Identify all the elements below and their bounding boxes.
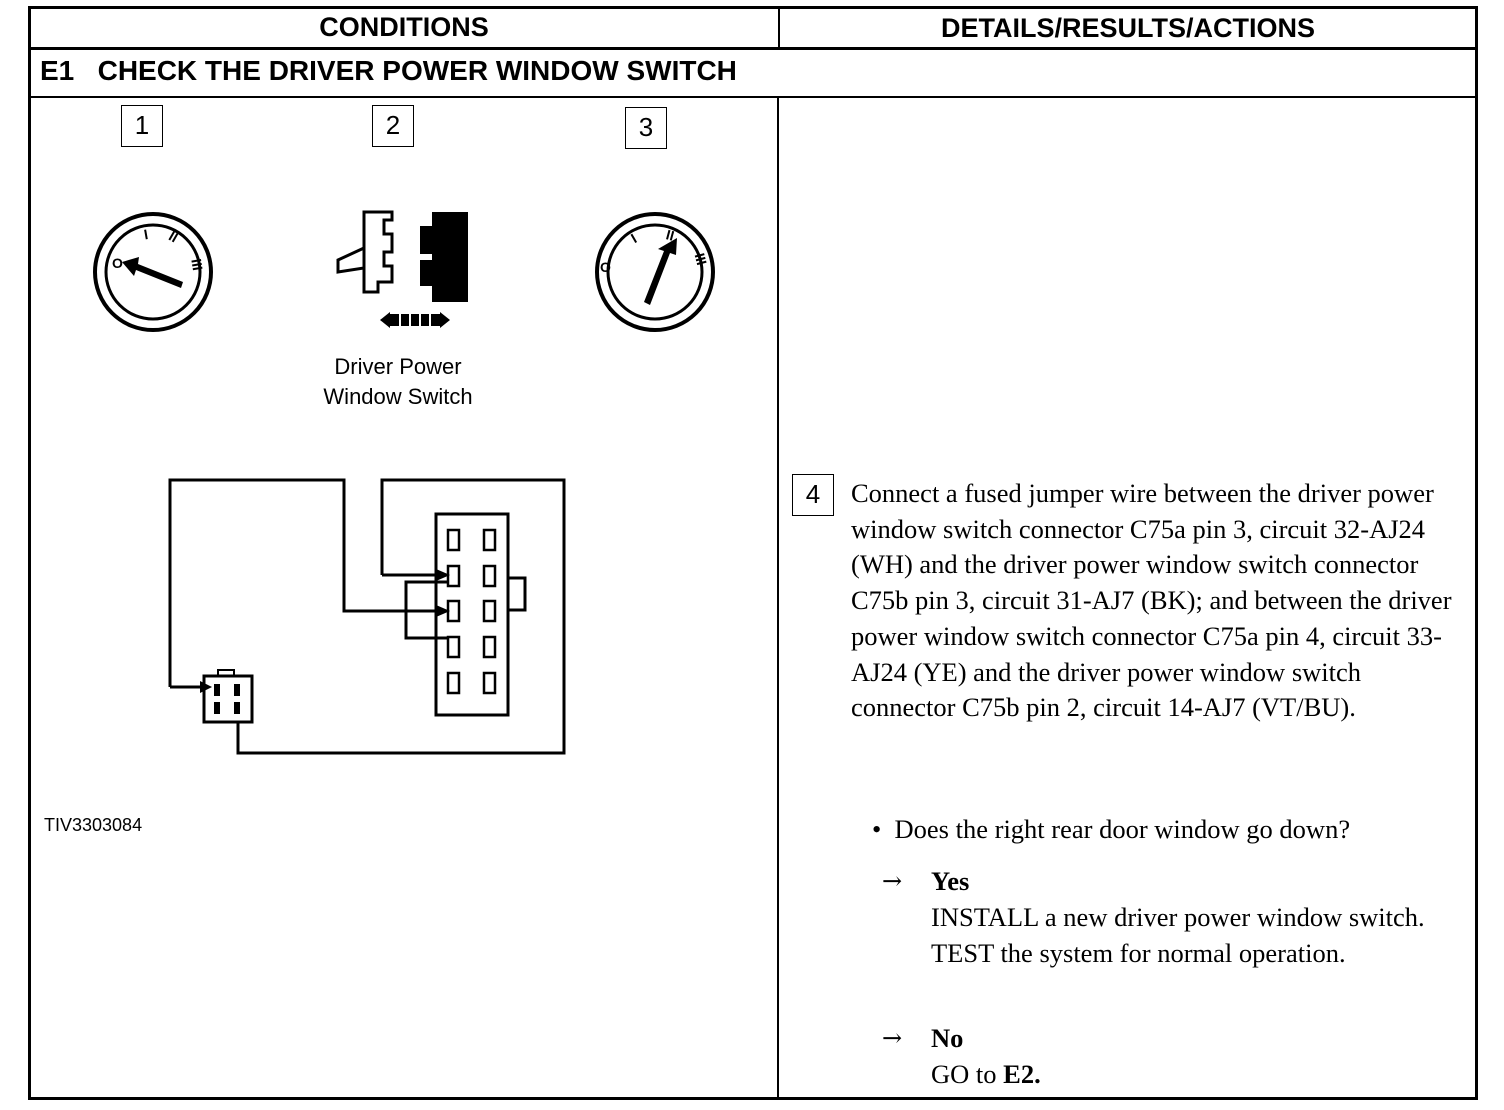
section-divider: [28, 96, 1478, 98]
jumper-wire-connector-diagram: [168, 478, 566, 755]
ignition-pos-o: O: [112, 255, 123, 271]
question-text: Does the right rear door window go down?: [894, 814, 1351, 844]
header-column-divider: [778, 6, 780, 49]
yes-label: Yes: [931, 866, 970, 896]
ignition-pos-ii: II: [664, 226, 676, 243]
ignition-pos-ii: II: [166, 228, 181, 246]
no-action-prefix: GO to: [931, 1059, 997, 1089]
section-title: E1 CHECK THE DRIVER POWER WINDOW SWITCH: [40, 53, 737, 89]
header-divider: [28, 47, 1478, 50]
step-4-box: 4: [792, 474, 834, 516]
wire-arrows: [200, 569, 450, 693]
step-1-box: 1: [121, 105, 163, 147]
switch-caption-line2: Window Switch: [323, 384, 473, 409]
no-action: GO to E2.: [931, 1057, 1451, 1093]
small-connector: [202, 669, 254, 724]
section-heading: CHECK THE DRIVER POWER WINDOW SWITCH: [97, 55, 737, 86]
step-4-instruction: Connect a fused jumper wire between the …: [851, 478, 1452, 723]
bullet-mark: •: [872, 814, 882, 844]
no-label: No: [931, 1023, 964, 1053]
ignition-pos-o: O: [600, 259, 611, 275]
yes-arrow: →: [882, 867, 903, 895]
connector-c75: [434, 512, 527, 717]
conditions-header: CONDITIONS: [319, 12, 489, 42]
ignition-pos-i: I: [628, 230, 639, 246]
ignition-pointer-on: [644, 238, 677, 305]
switch-caption: Driver Power Window Switch: [296, 352, 500, 412]
step-3-box: 3: [625, 107, 667, 149]
step-2-box: 2: [372, 105, 414, 147]
ignition-switch-off-illustration: O I II III: [93, 212, 213, 332]
ignition-switch-on-illustration: O I II III: [595, 212, 715, 332]
ignition-pos-i: I: [143, 226, 150, 242]
yes-action: INSTALL a new driver power window switch…: [931, 902, 1425, 968]
ignition-pos-iii: III: [692, 251, 710, 266]
table-frame: [28, 6, 1478, 1100]
driver-power-window-switch-icon: [336, 210, 468, 328]
body-column-divider: [777, 97, 779, 1100]
no-arrow: →: [882, 1024, 903, 1052]
no-action-target: E2.: [1003, 1059, 1041, 1089]
question-line: • Does the right rear door window go dow…: [872, 812, 1350, 848]
figure-id: TIV3303084: [44, 815, 143, 835]
section-id: E1: [40, 55, 75, 86]
details-header: DETAILS/RESULTS/ACTIONS: [940, 13, 1315, 43]
jumper-wires: [168, 478, 566, 755]
switch-caption-line1: Driver Power: [334, 354, 462, 379]
ignition-pos-iii: III: [188, 258, 206, 272]
ignition-pointer-off: [122, 257, 183, 288]
